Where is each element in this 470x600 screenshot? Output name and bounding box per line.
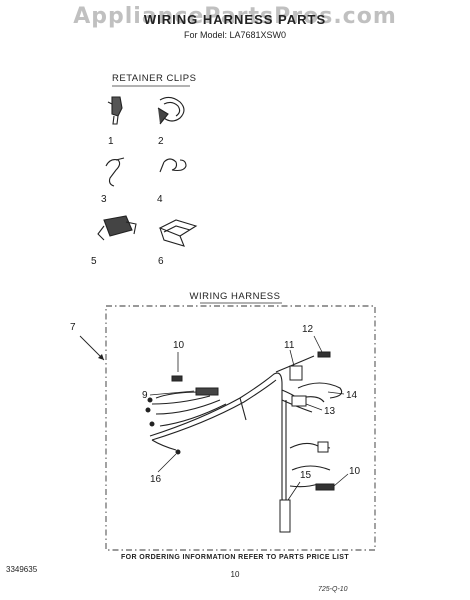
callout-7: 7 — [70, 322, 76, 333]
callout-14-leader — [327, 391, 345, 395]
date-code: 725-Q-10 — [318, 586, 348, 593]
callout-10-top: 10 — [173, 340, 185, 351]
wiring-harness-assembly — [149, 355, 343, 531]
callout-12: 12 — [302, 324, 314, 335]
callout-10-bottom: 10 — [349, 466, 361, 477]
callout-6: 6 — [158, 256, 164, 267]
callout-16: 16 — [150, 474, 162, 485]
page-title: WIRING HARNESS PARTS — [143, 12, 327, 27]
callout-12-leader — [313, 335, 323, 353]
callout-11: 11 — [284, 340, 295, 351]
callout-2: 2 — [158, 136, 164, 147]
retainer-clip-2 — [157, 96, 185, 125]
model-line: For Model: LA7681XSW0 — [183, 30, 287, 40]
callout-15-leader — [287, 481, 301, 501]
callout-13-leader — [305, 403, 323, 411]
callout-1: 1 — [108, 136, 114, 147]
footer-note: FOR ORDERING INFORMATION REFER TO PARTS … — [120, 554, 350, 561]
retainer-clips-heading: RETAINER CLIPS — [112, 73, 197, 84]
retainer-clip-5 — [97, 215, 137, 241]
callout-16-leader — [157, 453, 177, 473]
callout-14: 14 — [346, 390, 358, 401]
retainer-clip-3 — [105, 157, 125, 187]
page-number: 10 — [230, 570, 240, 579]
callout-9: 9 — [142, 390, 148, 401]
watermark: AppliancePartsPros.com — [73, 4, 397, 29]
retainer-clip-1 — [107, 96, 123, 125]
retainer-clip-6 — [158, 219, 198, 247]
callout-13: 13 — [324, 406, 336, 417]
callout-3: 3 — [101, 194, 107, 205]
retainer-clip-4 — [159, 158, 187, 173]
callout-9-leader — [149, 390, 195, 396]
document-number: 3349635 — [6, 565, 38, 574]
callout-4: 4 — [157, 194, 163, 205]
callout-11-leader — [289, 349, 295, 367]
wiring-harness-heading: WIRING HARNESS — [189, 291, 281, 302]
callout-15: 15 — [300, 470, 312, 481]
callout-10-bottom-leader — [333, 473, 349, 487]
callout-5: 5 — [91, 256, 97, 267]
harness-frame — [105, 305, 376, 551]
harness-connectors — [145, 351, 335, 533]
